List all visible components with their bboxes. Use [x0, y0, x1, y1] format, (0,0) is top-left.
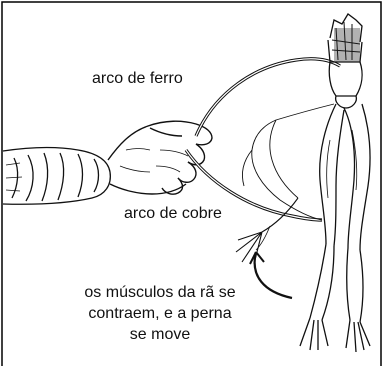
- copper-arc-label: arco de cobre: [124, 204, 222, 224]
- caption-line-1: os músculos da rã se: [40, 282, 280, 303]
- caption-line-3: se move: [40, 324, 280, 345]
- caption: os músculos da rã se contraem, e a perna…: [40, 282, 280, 345]
- iron-arc-label: arco de ferro: [92, 69, 183, 89]
- caption-line-2: contraem, e a perna: [40, 303, 280, 324]
- frog-leg-right: [344, 104, 370, 352]
- sleeve: [3, 147, 110, 204]
- frog-leg-left: [300, 104, 344, 350]
